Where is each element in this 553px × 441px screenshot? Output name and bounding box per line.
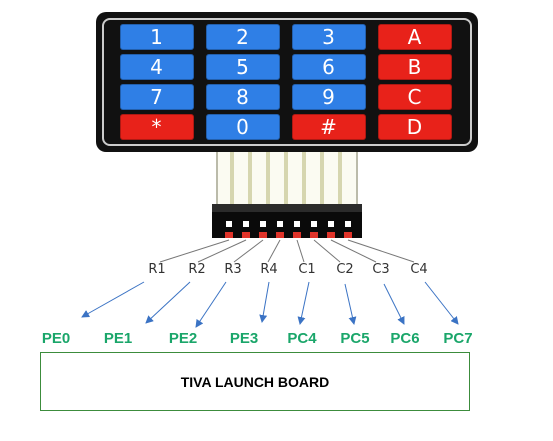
wire-c4-pc7 — [424, 281, 459, 325]
key-star[interactable]: * — [120, 114, 194, 140]
cable-trace — [338, 152, 342, 204]
pin-label-c1: C1 — [298, 262, 316, 277]
pin-dot — [293, 232, 301, 238]
key-hash[interactable]: # — [292, 114, 366, 140]
pin-marker — [328, 221, 334, 227]
ribbon-cable — [216, 152, 358, 204]
pin-label-c4: C4 — [410, 262, 428, 277]
key-6[interactable]: 6 — [292, 54, 366, 80]
key-2[interactable]: 2 — [206, 24, 280, 50]
header-lead — [197, 239, 247, 263]
pin-dot — [310, 232, 318, 238]
wire-c3-pc6 — [383, 283, 405, 325]
cable-trace — [302, 152, 306, 204]
key-3[interactable]: 3 — [292, 24, 366, 50]
port-label-pe2: PE2 — [168, 330, 198, 347]
keypad: 1 2 3 A 4 5 6 B 7 8 9 C * 0 # D — [96, 12, 478, 152]
port-label-pc6: PC6 — [390, 330, 420, 347]
header-lead — [347, 239, 415, 263]
port-label-pc4: PC4 — [287, 330, 317, 347]
key-8[interactable]: 8 — [206, 84, 280, 110]
pin-label-r3: R3 — [224, 262, 242, 277]
cable-trace — [266, 152, 270, 204]
pin-dot — [242, 232, 250, 238]
cable-trace — [230, 152, 234, 204]
pin-marker — [345, 221, 351, 227]
pin-label-c3: C3 — [372, 262, 390, 277]
port-label-pe1: PE1 — [103, 330, 133, 347]
header-lead — [296, 239, 305, 263]
pin-dot — [225, 232, 233, 238]
key-7[interactable]: 7 — [120, 84, 194, 110]
connector-top — [212, 204, 362, 212]
wire-r1-pe0 — [81, 281, 145, 318]
header-lead — [313, 239, 341, 263]
header-lead — [330, 239, 377, 263]
keypad-border — [102, 18, 472, 146]
pin-marker — [226, 221, 232, 227]
key-1[interactable]: 1 — [120, 24, 194, 50]
wire-c2-pc5 — [344, 283, 357, 325]
key-5[interactable]: 5 — [206, 54, 280, 80]
tiva-launch-board: TIVA LAUNCH BOARD — [40, 352, 470, 411]
pin-label-c2: C2 — [336, 262, 354, 277]
pin-label-r4: R4 — [260, 262, 278, 277]
port-label-pc7: PC7 — [443, 330, 473, 347]
key-d[interactable]: D — [378, 114, 452, 140]
wire-r4-pe3 — [259, 281, 270, 323]
pin-marker — [311, 221, 317, 227]
pin-dot — [259, 232, 267, 238]
key-0[interactable]: 0 — [206, 114, 280, 140]
cable-trace — [320, 152, 324, 204]
cable-trace — [284, 152, 288, 204]
pin-marker — [294, 221, 300, 227]
header-connector — [212, 204, 362, 238]
cable-trace — [248, 152, 252, 204]
board-label: TIVA LAUNCH BOARD — [180, 373, 330, 390]
header-lead — [159, 239, 230, 263]
pin-marker — [277, 221, 283, 227]
pin-label-r1: R1 — [148, 262, 166, 277]
port-label-pc5: PC5 — [340, 330, 370, 347]
header-lead — [267, 239, 281, 263]
pin-label-r2: R2 — [188, 262, 206, 277]
wire-r3-pe2 — [195, 281, 227, 328]
pin-dot — [344, 232, 352, 238]
key-4[interactable]: 4 — [120, 54, 194, 80]
port-label-pe3: PE3 — [229, 330, 259, 347]
pin-dot — [276, 232, 284, 238]
port-label-pe0: PE0 — [41, 330, 71, 347]
wire-r2-pe1 — [145, 281, 191, 324]
key-9[interactable]: 9 — [292, 84, 366, 110]
pin-marker — [243, 221, 249, 227]
key-a[interactable]: A — [378, 24, 452, 50]
key-c[interactable]: C — [378, 84, 452, 110]
wire-c1-pc4 — [297, 281, 310, 325]
pin-dot — [327, 232, 335, 238]
header-lead — [233, 239, 264, 263]
key-b[interactable]: B — [378, 54, 452, 80]
pin-marker — [260, 221, 266, 227]
